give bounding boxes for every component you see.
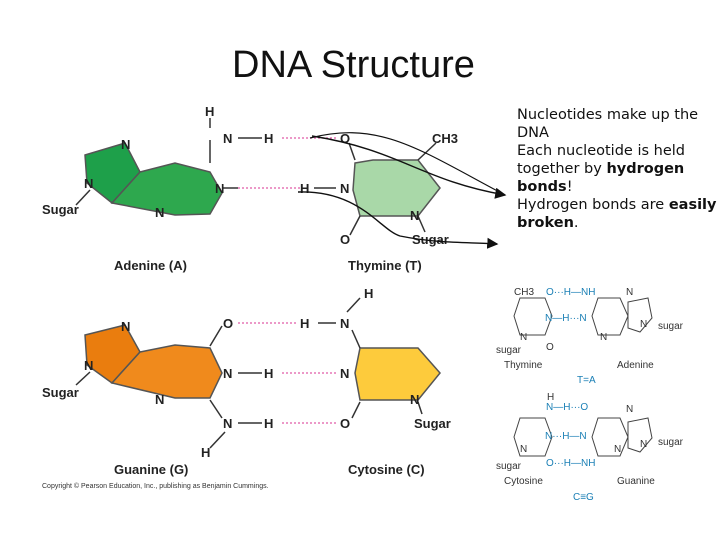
bullet-2-pre: Each nucleotide is held together by (517, 143, 685, 177)
ta-adenine-label: Adenine (617, 360, 654, 371)
guanine-n1: N (223, 366, 232, 381)
guanine-six-ring (110, 344, 223, 399)
bullet-2: Each nucleotide is held together by hydr… (517, 142, 717, 196)
cytosine-label: Cytosine (C) (348, 462, 425, 477)
guanine-sugar: Sugar (42, 385, 79, 400)
cg-guanine-five-ring (627, 417, 653, 453)
thymine-h: H (300, 181, 309, 196)
cytosine-n3: N (340, 366, 349, 381)
slide-title: DNA Structure (232, 44, 475, 86)
thymine-molecule: O CH3 H N N O Sugar Thymine (T) (300, 131, 458, 273)
cytosine-h-top: H (364, 286, 373, 301)
ta-thymine-label: Thymine (504, 360, 543, 371)
cg-n3: N (614, 444, 621, 455)
ta-n7: N (626, 287, 633, 298)
guanine-o: O (223, 316, 233, 331)
ta-n1: N (520, 332, 527, 343)
adenine-h-amine: H (264, 131, 273, 146)
thymine-ring (352, 159, 441, 217)
cytosine-ring (354, 347, 441, 401)
ta-n-h-n-2: N—H···N (545, 313, 587, 324)
cytosine-n1: N (410, 392, 419, 407)
bullet-3-pre: Hydrogen bonds are (517, 197, 669, 213)
cg-sugar-right: sugar (658, 437, 684, 448)
adenine-n3: N (155, 205, 164, 220)
bullet-3-bold: easily broken (517, 197, 717, 231)
ta-o: O (546, 342, 554, 353)
cytosine-o: O (340, 416, 350, 431)
adenine-molecule: H N H N N N N Sugar Adenine (A) (42, 104, 273, 273)
ta-sugar-right: sugar (658, 321, 684, 332)
cg-n-h-o: N—H···O (546, 402, 588, 413)
bullet-1-text: Nucleotides make up the DNA (517, 107, 699, 141)
bullet-1: Nucleotides make up the DNA (517, 106, 717, 142)
adenine-n9: N (84, 176, 93, 191)
thymine-n3: N (340, 181, 349, 196)
cg-sugar-left: sugar (496, 461, 522, 472)
guanine-n9: N (84, 358, 93, 373)
cg-cytosine-label: Cytosine (504, 476, 543, 487)
guanine-n-amine: N (223, 416, 232, 431)
copyright-notice: Copyright © Pearson Education, Inc., pub… (42, 482, 269, 490)
cg-o-h-nh: O···H—NH (546, 458, 595, 469)
cg-n-h-n: N···H—N (545, 431, 587, 442)
guanine-n3: N (155, 392, 164, 407)
ta-pair-figure: CH3 O···H—NH N—H···N N N sugar N O sugar… (496, 287, 684, 386)
cg-guanine-six-ring (591, 417, 629, 457)
cytosine-molecule: H H N N N O Sugar Cytosine (C) (300, 286, 451, 477)
cg-h-top: H (547, 392, 554, 403)
guanine-h2: H (264, 416, 273, 431)
thymine-label: Thymine (T) (348, 258, 422, 273)
cytosine-h-amine: H (300, 316, 309, 331)
cg-pair-figure: H N—H···O N N···H—N N sugar N N O···H—NH… (496, 392, 684, 503)
thymine-n1: N (410, 208, 419, 223)
cg-n7: N (626, 404, 633, 415)
arrow-nucleotides (311, 135, 507, 199)
adenine-n1: N (215, 181, 224, 196)
bullet-list: Nucleotides make up the DNA Each nucleot… (517, 106, 717, 232)
thymine-ch3: CH3 (432, 131, 458, 146)
ta-ch3: CH3 (514, 287, 534, 298)
cg-n1: N (520, 444, 527, 455)
ta-n3: N (600, 332, 607, 343)
adenine-n-amine: N (223, 131, 232, 146)
cytosine-n-amine: N (340, 316, 349, 331)
guanine-h1: H (264, 366, 273, 381)
cg-guanine-label: Guanine (617, 476, 655, 487)
bullet-2-bold: hydrogen bonds (517, 161, 685, 195)
adenine-sugar: Sugar (42, 202, 79, 217)
cg-n9: N (640, 439, 647, 450)
adenine-h-top: H (205, 104, 214, 119)
ta-adenine-six-ring (591, 297, 629, 336)
thymine-o-bottom: O (340, 232, 350, 247)
guanine-label: Guanine (G) (114, 462, 188, 477)
ta-thymine-ring (513, 297, 553, 336)
ta-pair-label: T=A (577, 375, 596, 386)
guanine-molecule: O N N N H N N H H Sugar Guanine (G) (42, 316, 273, 477)
bullet-3: Hydrogen bonds are easily broken. (517, 196, 717, 232)
ta-o-h-n-1: O···H—NH (546, 287, 595, 298)
thymine-o-top: O (340, 131, 350, 146)
ta-sugar-left: sugar (496, 345, 522, 356)
guanine-h3: H (201, 445, 210, 460)
adenine-label: Adenine (A) (114, 258, 187, 273)
guanine-n7: N (121, 319, 130, 334)
ta-n9: N (640, 319, 647, 330)
cg-pair-label: C≡G (573, 492, 594, 503)
thymine-sugar: Sugar (412, 232, 449, 247)
arrow-hbond-2 (297, 191, 499, 249)
bullet-2-post: ! (566, 179, 573, 195)
cytosine-sugar: Sugar (414, 416, 451, 431)
adenine-six-ring (110, 162, 223, 216)
cg-cytosine-ring (513, 417, 553, 457)
arrow-hbond-1 (309, 132, 506, 196)
adenine-n7: N (121, 137, 130, 152)
bullet-3-post: . (573, 215, 579, 231)
ta-adenine-five-ring (627, 297, 653, 333)
